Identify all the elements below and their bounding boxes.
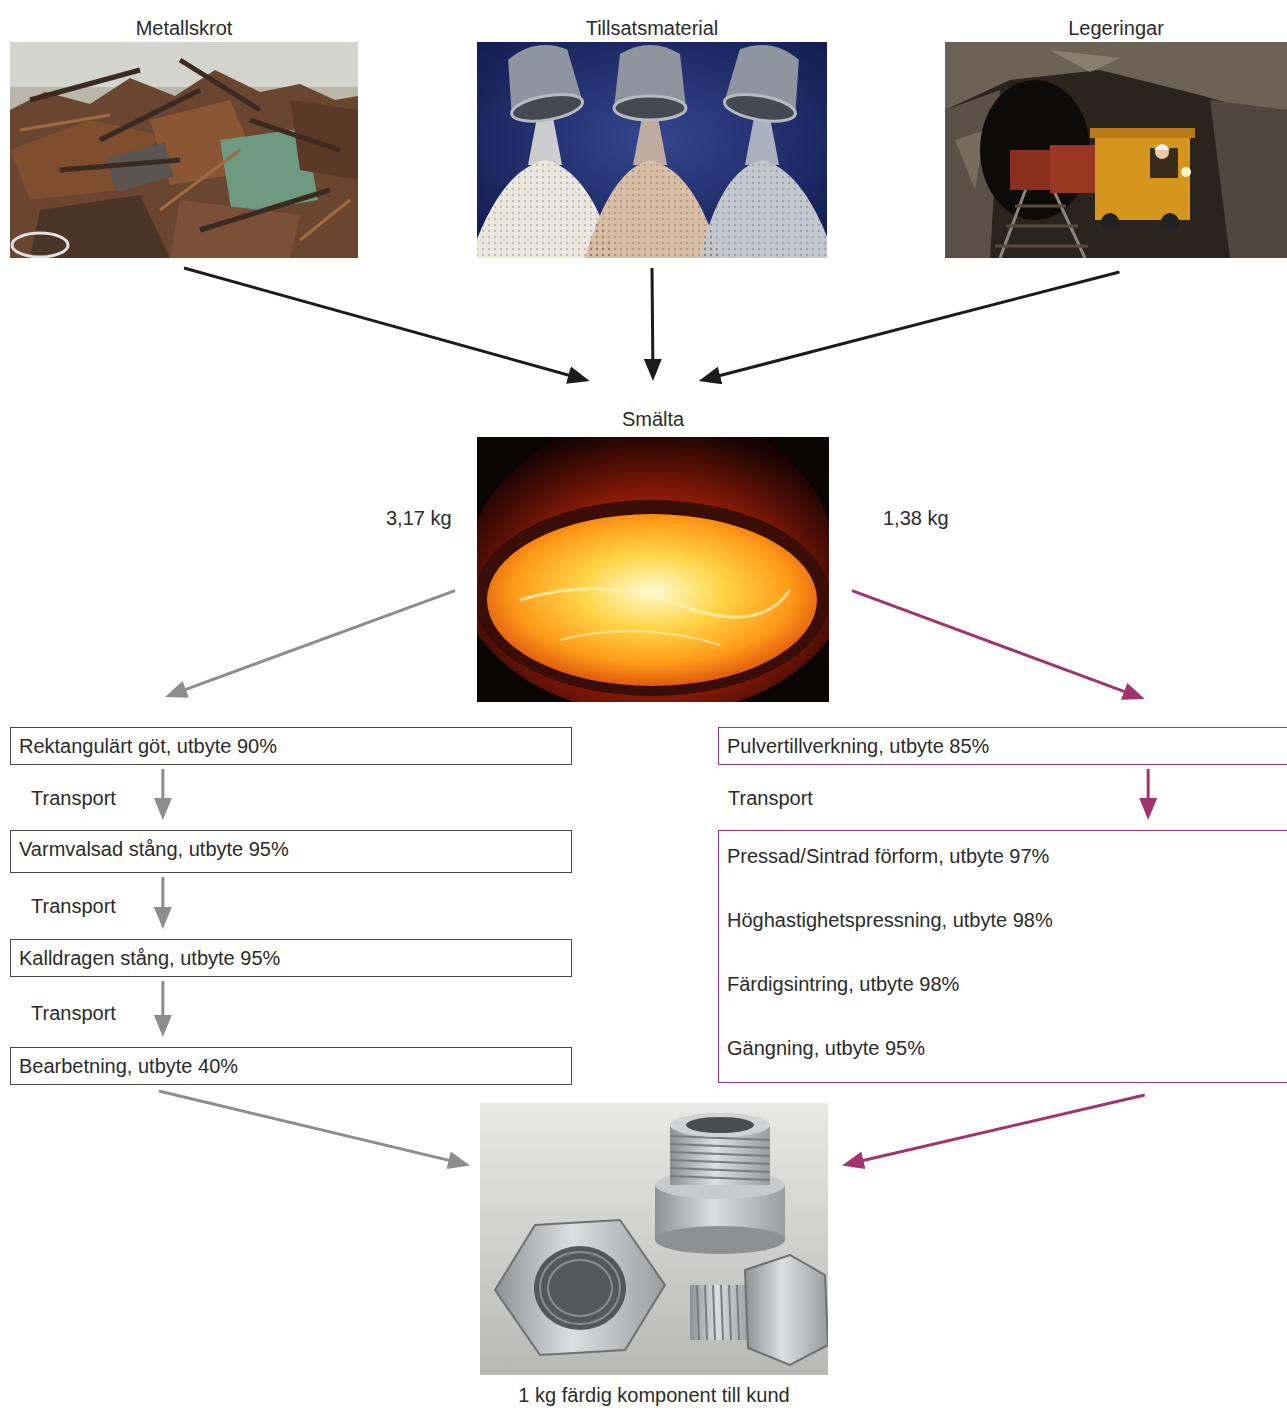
process-box: Bearbetning, utbyte 40% [10, 1047, 572, 1085]
step-label: Varmvalsad stång, utbyte 95% [19, 837, 561, 861]
flow-arrow [184, 268, 575, 377]
flow-arrow [179, 591, 455, 692]
photo-panel: Legeringar [945, 14, 1287, 258]
photo-panel: Metallskrot [10, 14, 358, 258]
process-box: Kalldragen stång, utbyte 95% [10, 939, 572, 977]
step-label: Rektangulärt göt, utbyte 90% [19, 734, 561, 758]
photo-label: Legeringar [945, 14, 1287, 42]
scrap-photo [10, 42, 358, 258]
edge-label: 1,38 kg [880, 506, 952, 530]
process-box: Rektangulärt göt, utbyte 90% [10, 727, 572, 765]
component-photo [480, 1103, 828, 1375]
photo-panel: Smälta [477, 401, 829, 702]
step-label: Bearbetning, utbyte 40% [19, 1054, 561, 1078]
process-box: Varmvalsad stång, utbyte 95% [10, 830, 572, 873]
edge-label: Transport [28, 894, 119, 918]
photo-label: Smälta [477, 401, 829, 437]
step-label: Kalldragen stång, utbyte 95% [19, 946, 561, 970]
edge-label: Transport [725, 786, 816, 810]
step-label: Höghastighetspressning, utbyte 98% [727, 906, 1277, 934]
additives-photo [477, 42, 827, 258]
step-label: Färdigsintring, utbyte 98% [727, 970, 1277, 998]
photo-area [477, 42, 827, 258]
photo-panel: Tillsatsmaterial [477, 14, 827, 258]
flow-arrow [651, 268, 655, 366]
flow-arrow [852, 591, 1131, 694]
mine-photo [945, 42, 1287, 258]
edge-label: Transport [28, 1001, 119, 1025]
photo-label: Metallskrot [10, 14, 358, 42]
flow-arrow [713, 272, 1119, 377]
furnace-photo [477, 437, 829, 702]
flow-arrow [161, 769, 164, 805]
step-label: Pulvertillverkning, utbyte 85% [727, 734, 1277, 758]
flow-arrow [161, 877, 164, 914]
process-box: Pressad/Sintrad förform, utbyte 97% Högha… [718, 830, 1287, 1083]
step-label: Gängning, utbyte 95% [727, 1034, 1277, 1062]
flow-arrow [161, 981, 164, 1022]
flow-arrow [1147, 769, 1150, 805]
photo-panel: 1 kg färdig komponent till kund [480, 1103, 828, 1415]
photo-area [945, 42, 1287, 258]
photo-area [10, 42, 358, 258]
flow-arrow [159, 1091, 455, 1162]
photo-label: Tillsatsmaterial [477, 14, 827, 42]
edge-label: Transport [28, 786, 119, 810]
step-label: Pressad/Sintrad förform, utbyte 97% [727, 842, 1277, 870]
photo-area [480, 1103, 828, 1375]
process-box: Pulvertillverkning, utbyte 85% [718, 727, 1287, 765]
photo-label: 1 kg färdig komponent till kund [480, 1375, 828, 1415]
edge-label: 3,17 kg [383, 506, 455, 530]
photo-area [477, 437, 829, 702]
flow-arrow [857, 1095, 1145, 1162]
